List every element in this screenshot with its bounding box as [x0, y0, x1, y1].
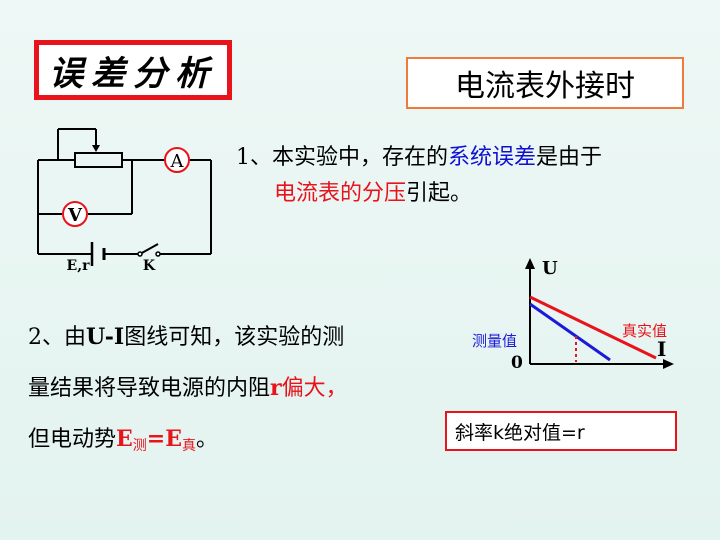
x-axis-arrow — [663, 359, 674, 369]
point-1: 1、本实验中，存在的系统误差是由于 电流表的分压引起。 — [236, 140, 706, 212]
page-title: 误差分析 — [49, 53, 217, 94]
x-axis-label: I — [657, 337, 666, 361]
measured-value-line — [529, 302, 611, 362]
ammeter-label: A — [170, 151, 185, 172]
point2-line1: 2、由U-I图线可知，该实验的测 — [28, 312, 428, 363]
mode-label-box: 电流表外接时 — [406, 57, 684, 109]
point2-line1-rest: 图线可知，该实验的测 — [124, 325, 345, 350]
circuit-diagram: A V E,r K — [37, 128, 212, 274]
point2-end: 。 — [196, 427, 219, 452]
point2-line2: 量结果将导致电源的内阻r偏大， — [28, 363, 428, 414]
voltmeter-symbol — [62, 201, 88, 227]
point2-bias: 偏大， — [281, 376, 348, 401]
origin-label: 0 — [511, 353, 523, 373]
title-box: 误差分析 — [34, 40, 232, 100]
battery-label: E,r — [67, 258, 91, 274]
true-value-label: 真实值 — [622, 322, 667, 340]
point1-system-error: 系统误差 — [448, 145, 537, 170]
point2-e: E — [116, 426, 133, 452]
point2-r: r — [270, 375, 282, 401]
true-value-line — [529, 295, 657, 360]
switch-label: K — [143, 258, 156, 274]
point1-middle: 是由于 — [536, 145, 603, 170]
ammeter-symbol — [164, 147, 190, 173]
voltmeter-label: V — [67, 205, 83, 226]
point1-cause: 电流表的分压 — [274, 181, 407, 206]
point1-line2: 电流表的分压引起。 — [236, 176, 706, 212]
point2-line3-text: 但电动势 — [28, 427, 117, 452]
point2-ui: U-I — [86, 324, 125, 350]
mode-label: 电流表外接时 — [455, 69, 635, 104]
point2-sub-measured: 测 — [132, 438, 147, 454]
y-axis-arrow — [525, 258, 535, 269]
point-2: 2、由U-I图线可知，该实验的测 量结果将导致电源的内阻r偏大， 但电动势E测=… — [28, 312, 428, 471]
point1-prefix: 1、本实验中，存在的 — [236, 145, 448, 170]
measured-value-label: 测量值 — [472, 332, 517, 350]
point2-sub-true: 真 — [182, 438, 196, 454]
point2-eq: =E — [146, 426, 182, 452]
slope-note-box: 斜率k绝对值=r — [445, 411, 677, 451]
rheostat-slider — [92, 145, 100, 152]
point2-prefix: 2、由 — [28, 325, 86, 350]
point1-suffix: 引起。 — [406, 181, 473, 206]
point2-line3: 但电动势E测=E真。 — [28, 414, 428, 471]
point2-line2-text: 量结果将导致电源的内阻 — [28, 376, 271, 401]
slope-note: 斜率k绝对值=r — [455, 421, 585, 444]
y-axis-label: U — [542, 258, 558, 279]
ui-graph: U I 0 测量值 真实值 — [472, 258, 674, 373]
